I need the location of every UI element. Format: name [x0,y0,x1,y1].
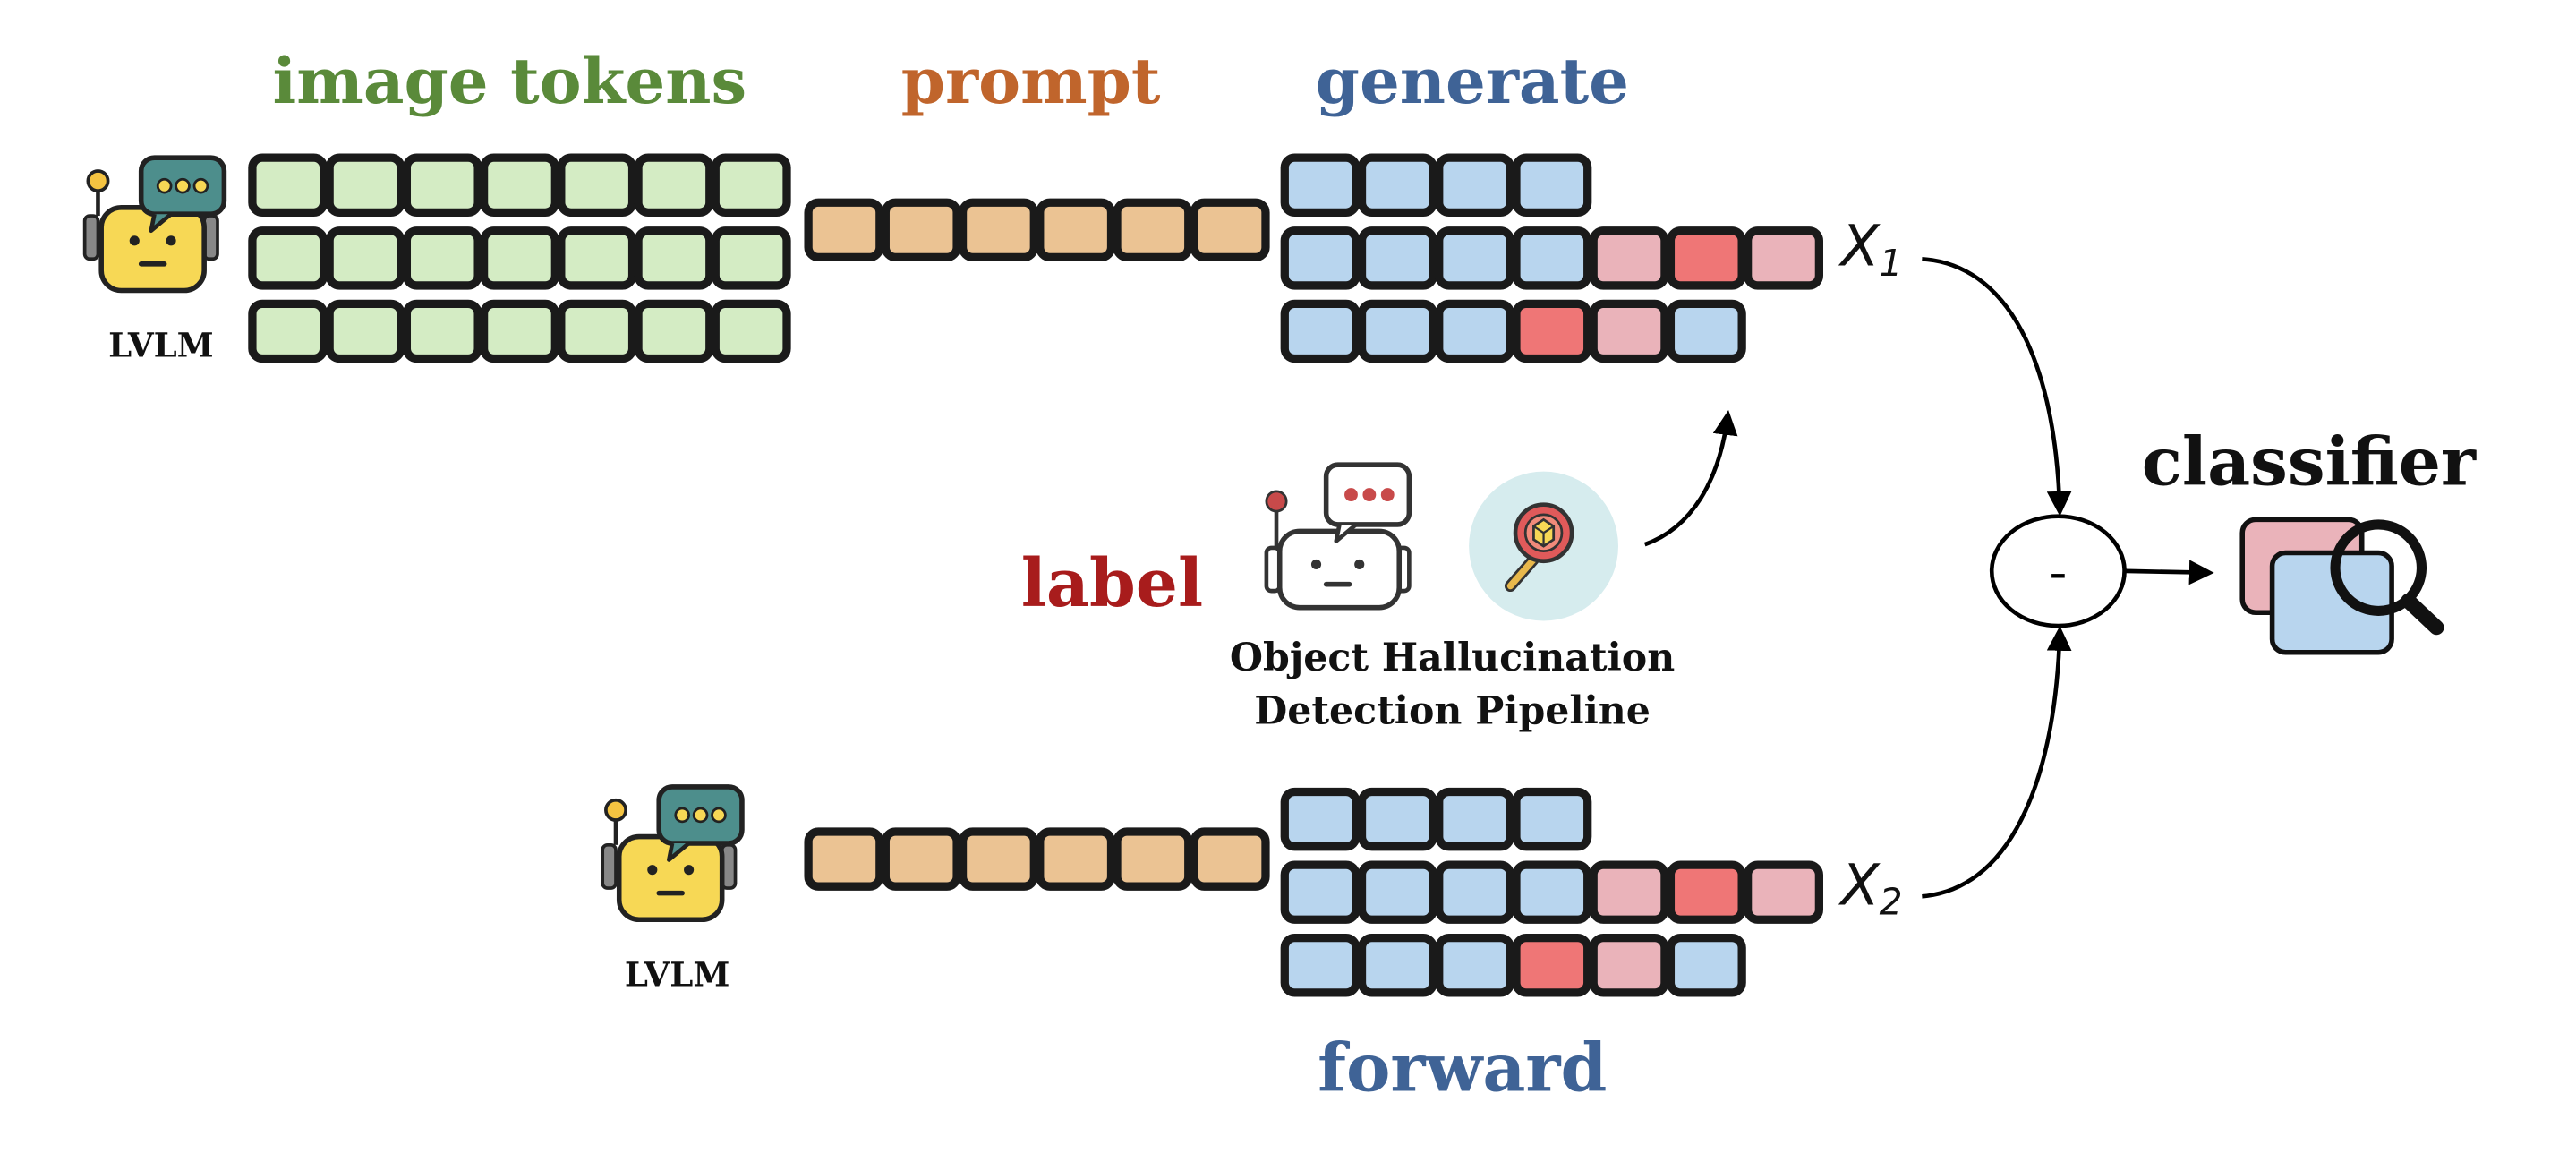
generated-token [1357,934,1437,997]
generated-token [1435,299,1515,363]
generated-token [1357,226,1437,290]
x1-label: X1 [1838,213,1902,285]
image-token [248,226,328,290]
hallucination-token-strong [1666,226,1746,290]
image-token [402,153,482,217]
image-token [711,299,791,363]
generated-token [1357,299,1437,363]
generated-token [1512,787,1592,851]
prompt-token [1190,198,1270,262]
generated-token [1357,860,1437,924]
image-tokens-heading: image tokens [273,44,747,118]
image-token [711,153,791,217]
image-token [325,153,405,217]
arrow-x1-to-minus [1922,256,2072,517]
generated-token [1435,153,1515,217]
arrow-x2-to-minus [1922,626,2072,899]
hallucination-token-light [1589,934,1669,997]
generate-heading: generate [1316,44,1629,118]
generated-token [1512,153,1592,217]
hallucination-token-light [1589,226,1669,290]
image-token [248,153,328,217]
x2-label: X2 [1838,852,1902,924]
generated-token [1357,787,1437,851]
token-grid [248,153,1824,997]
image-token [402,226,482,290]
generated-token [1435,934,1515,997]
image-token [325,299,405,363]
label-heading: label [1021,544,1203,622]
generated-token [1666,299,1746,363]
generated-token [1280,934,1361,997]
prompt-token [1113,827,1193,891]
classifier-magnifier-icon [2239,517,2444,655]
hallucination-token-strong [1666,860,1746,924]
forward-heading: forward [1318,1029,1607,1106]
image-token [557,226,637,290]
generated-token [1435,226,1515,290]
image-token [479,299,559,363]
hallucination-token-light [1744,860,1824,924]
generated-token [1666,934,1746,997]
pipeline-caption-line2: Detection Pipeline [1254,688,1651,733]
minus-symbol: - [2049,543,2067,602]
hallucination-token-strong [1512,934,1592,997]
generated-token [1512,860,1592,924]
hallucination-token-light [1589,860,1669,924]
robot-outline-icon [1264,462,1412,611]
generated-token [1280,787,1361,851]
image-token [634,226,714,290]
prompt-token [1190,827,1270,891]
pipeline-caption-line1: Object Hallucination [1230,636,1675,680]
robot-icon-lvlm-bottom [601,784,745,923]
image-token [479,226,559,290]
image-token [634,299,714,363]
hallucination-token-strong [1512,299,1592,363]
minus-operator [1989,514,2127,628]
classifier-heading: classifier [2142,423,2477,500]
generated-token [1357,153,1437,217]
lvlm-bottom-label: LVLM [625,954,730,994]
image-token [634,153,714,217]
image-token [325,226,405,290]
lvlm-top-label: LVLM [108,326,214,365]
hallucination-token-light [1589,299,1669,363]
generated-token [1280,153,1361,217]
arrow-minus-to-classifier [2126,560,2214,585]
prompt-token [1036,198,1116,262]
generated-token [1435,860,1515,924]
prompt-token [881,827,961,891]
prompt-token [958,198,1038,262]
prompt-heading: prompt [901,44,1161,118]
prompt-token [881,198,961,262]
arrow-pipeline-to-generate [1643,410,1738,547]
image-token [248,299,328,363]
generated-token [1512,226,1592,290]
hallucination-token-light [1744,226,1824,290]
generated-token [1280,226,1361,290]
image-token [557,153,637,217]
generated-token [1280,299,1361,363]
prompt-token [958,827,1038,891]
image-token [711,226,791,290]
generated-token [1280,860,1361,924]
robot-icon-lvlm-top [82,155,227,294]
prompt-token [804,198,884,262]
magnifier-icon [1469,471,1619,621]
prompt-token [804,827,884,891]
image-token [557,299,637,363]
prompt-token [1113,198,1193,262]
prompt-token [1036,827,1116,891]
generated-token [1435,787,1515,851]
image-token [479,153,559,217]
image-token [402,299,482,363]
